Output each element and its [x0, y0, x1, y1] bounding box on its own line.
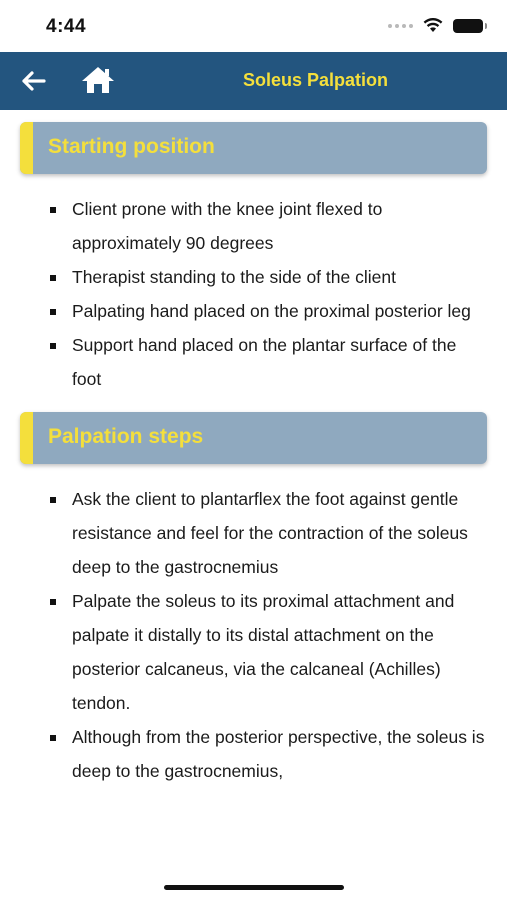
status-bar: 4:44 [0, 0, 507, 52]
content-scroll[interactable]: Starting position Client prone with the … [0, 110, 507, 870]
list-item: Ask the client to plantarflex the foot a… [0, 482, 507, 584]
bullet-list: Client prone with the knee joint flexed … [0, 192, 507, 396]
nav-bar: Soleus Palpation [0, 52, 507, 110]
wifi-icon [423, 18, 443, 32]
bullet-list: Ask the client to plantarflex the foot a… [0, 482, 507, 788]
signal-icon [388, 23, 413, 28]
section-title: Starting position [48, 135, 215, 158]
list-item: Therapist standing to the side of the cl… [0, 260, 507, 294]
list-item: Client prone with the knee joint flexed … [0, 192, 507, 260]
status-time: 4:44 [46, 16, 87, 37]
section-title: Palpation steps [48, 425, 204, 448]
home-icon[interactable] [80, 64, 116, 96]
page-title: Soleus Palpation [242, 70, 389, 90]
section-header-starting-position: Starting position [20, 122, 487, 174]
list-item: Palpating hand placed on the proximal po… [0, 294, 507, 328]
list-item: Support hand placed on the plantar surfa… [0, 328, 507, 396]
battery-icon [453, 18, 487, 33]
status-icons [388, 18, 487, 33]
home-indicator[interactable] [164, 885, 344, 890]
section-header-palpation-steps: Palpation steps [20, 412, 487, 464]
list-item: Palpate the soleus to its proximal attac… [0, 584, 507, 720]
list-item: Although from the posterior perspective,… [0, 720, 507, 788]
arrow-left-icon[interactable] [18, 66, 48, 96]
